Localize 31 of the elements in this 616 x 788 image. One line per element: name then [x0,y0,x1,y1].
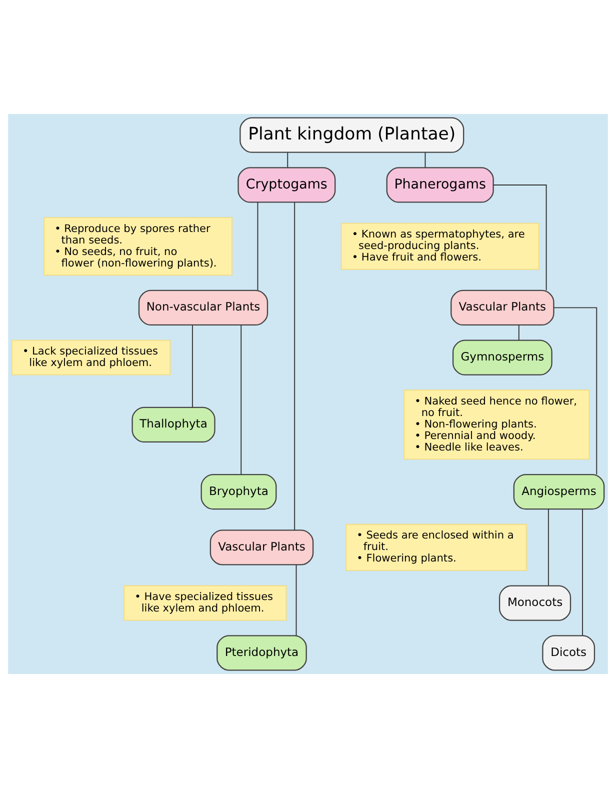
node-box: • Naked seed hence no flower, no fruit. • Non-flowering plants. • Perennial and woody. • Needle like leaves. [404,390,590,460]
connector [493,184,547,291]
connector [518,324,520,341]
node-box: Angiosperms [513,474,605,510]
node-box: • Lack specialized tissues like xylem and phloem. [11,340,171,376]
node-box: Gymnosperms [452,340,552,376]
node-box: Non-vascular Plants [138,290,268,326]
connector [257,202,258,291]
connector [296,564,297,636]
node-box: Phanerogams [386,167,494,203]
node-box: Bryophyta [200,474,277,510]
node-box: • Seeds are enclosed within a fruit. • Flowering plants. [346,524,527,571]
connector [582,508,583,636]
connector [240,324,242,475]
connector [287,152,288,168]
connector [192,324,193,408]
node-box: • Known as spermatophytes, are seed-producing plants. • Have fruit and flowers. [340,222,540,270]
node-box: • Have specialized tissues like xylem and phloem. [124,585,287,621]
node-box: Thallophyta [132,406,216,443]
connector [294,202,296,531]
node-box: Vascular Plants [210,530,314,566]
connector [548,508,549,586]
node-box: Dicots [542,635,596,671]
node-box: Vascular Plants [450,290,554,326]
connector [424,152,426,168]
node-box: Pteridophyta [216,635,307,671]
node-box: • Reproduce by spores rather than seeds. • No seeds, no fruit, no flower (non-flowering plants). [44,217,232,276]
connector [553,307,598,475]
node-box: Plant kingdom (Plantae) [240,117,464,153]
node-box: Monocots [498,585,572,621]
node-box: Cryptogams [238,167,336,203]
